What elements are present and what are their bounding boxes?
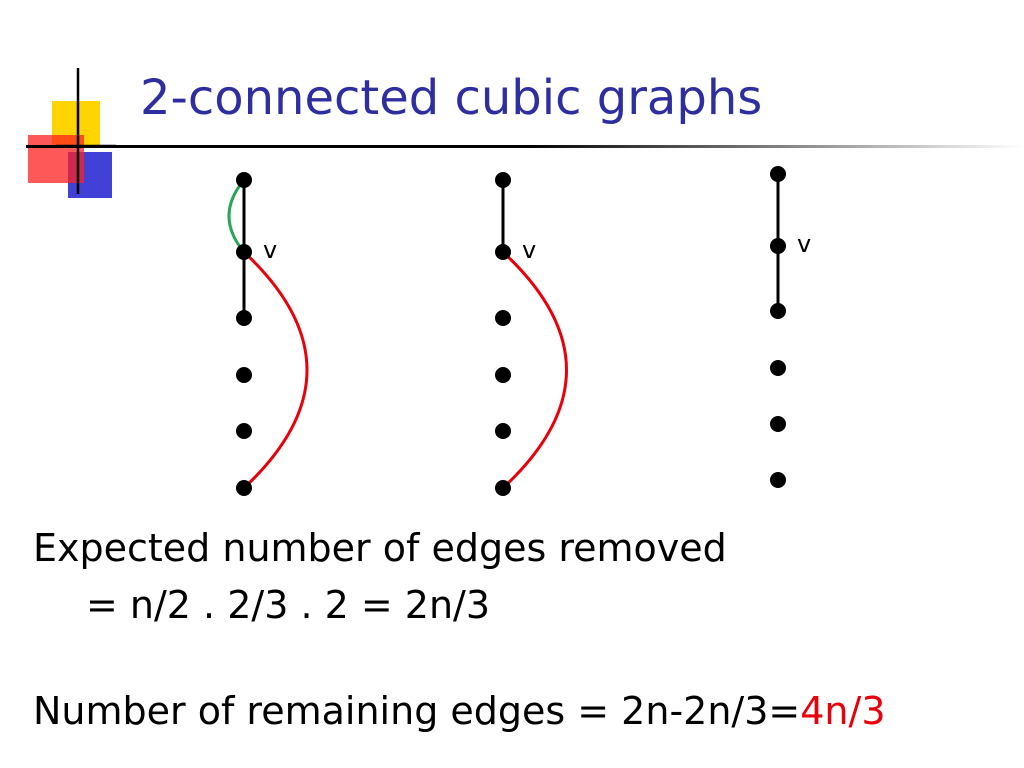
expected-edges-text: Expected number of edges removed [33,526,727,570]
graph-3-vertex [770,303,786,319]
graph-3-vertex [770,416,786,432]
graph-2-vertex [495,172,511,188]
graph-1-vertex [236,172,252,188]
graph-3-vertex [770,472,786,488]
graph-1-vertex-label: v [263,236,277,264]
graph-1-vertex [236,480,252,496]
remaining-edges-result: 4n/3 [800,689,886,733]
graph-2-vertex [495,310,511,326]
graph-2-vertex [495,480,511,496]
graph-3-vertex [770,360,786,376]
logo-red-square [28,135,84,183]
graph-2: v [495,172,568,496]
remaining-edges-prefix: Number of remaining edges = 2n-2n/3= [33,689,801,733]
graph-1-vertex [236,367,252,383]
expected-edges-formula: = n/2 . 2/3 . 2 = 2n/3 [86,583,491,627]
graph-2-red-chord [501,250,568,490]
graph-3-vertex [770,166,786,182]
title-underline [26,145,1024,148]
graph-3-vertex-v [770,238,786,254]
graph-1-green-chord [227,179,246,253]
graph-1: v [227,172,309,496]
graph-2-vertex-v [495,244,511,260]
slide-title: 2-connected cubic graphs [140,70,763,126]
remaining-edges-text: Number of remaining edges = 2n-2n/3=4n/3 [33,692,886,730]
graph-1-vertex [236,310,252,326]
graph-3-vertex-label: v [797,230,811,258]
graph-2-vertex-label: v [522,236,536,264]
graph-2-vertex [495,423,511,439]
graph-1-red-chord [242,250,309,490]
graph-3: v [770,166,811,488]
graph-1-vertex [236,423,252,439]
graph-1-vertex-v [236,244,252,260]
graph-2-vertex [495,367,511,383]
graph-diagram: v v v [227,166,811,496]
